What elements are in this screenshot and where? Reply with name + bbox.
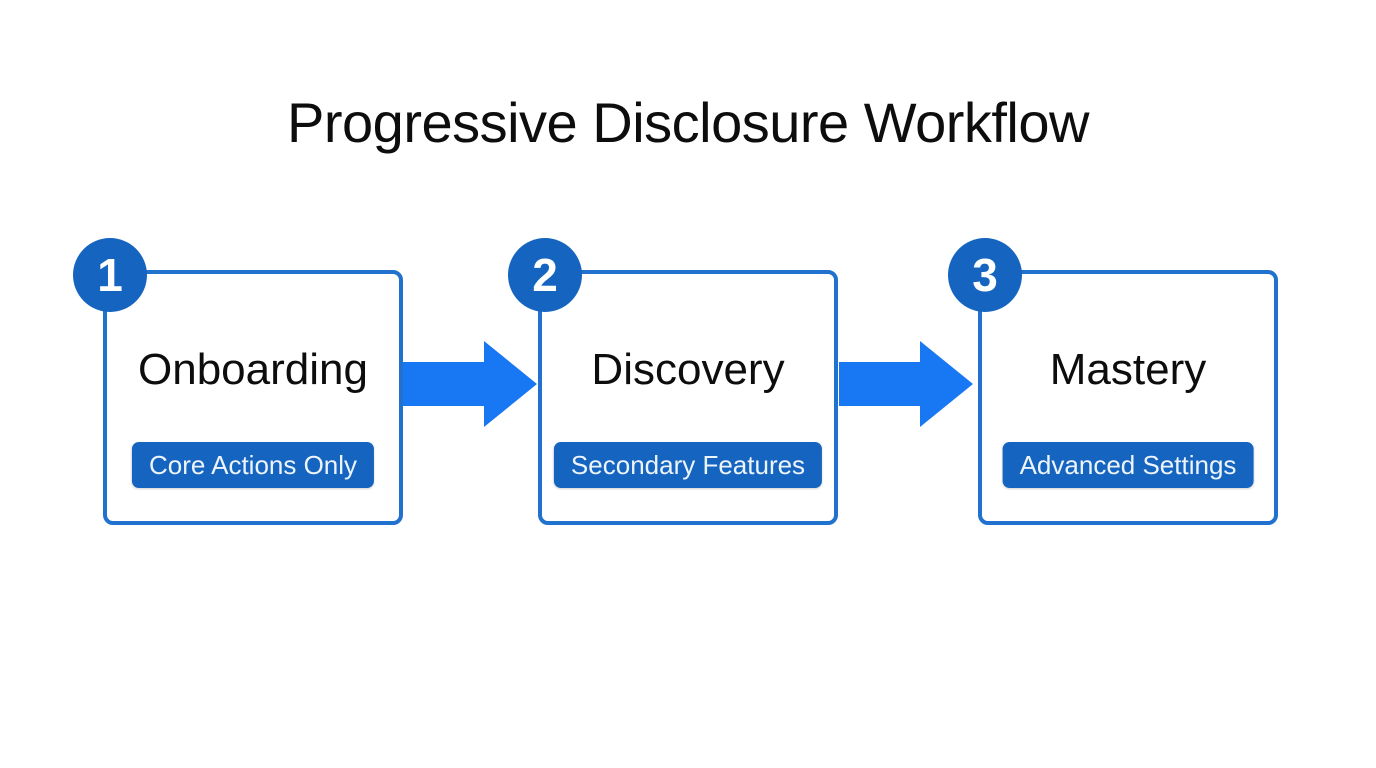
right-arrow-icon [403,341,537,427]
stage-name: Onboarding [138,345,368,394]
page-title: Progressive Disclosure Workflow [287,91,1089,154]
stage-feature-badge: Secondary Features [553,442,823,488]
arrow-head [484,341,537,427]
stage-number-badge: 2 [508,238,582,312]
stage-feature-badge: Core Actions Only [131,442,375,488]
stage-box-onboarding: 1 Onboarding Core Actions Only [73,238,403,525]
arrow-shaft [839,362,923,406]
stage-number-badge: 1 [73,238,147,312]
stage-feature-badge: Advanced Settings [1002,442,1254,488]
right-arrow-icon [839,341,973,427]
arrow-head [920,341,973,427]
stage-number-badge: 3 [948,238,1022,312]
stage-name: Mastery [1049,345,1207,394]
arrow-shaft [403,362,487,406]
stage-box-discovery: 2 Discovery Secondary Features [508,238,838,525]
stage-box-mastery: 3 Mastery Advanced Settings [948,238,1278,525]
stage-name: Discovery [591,345,785,394]
